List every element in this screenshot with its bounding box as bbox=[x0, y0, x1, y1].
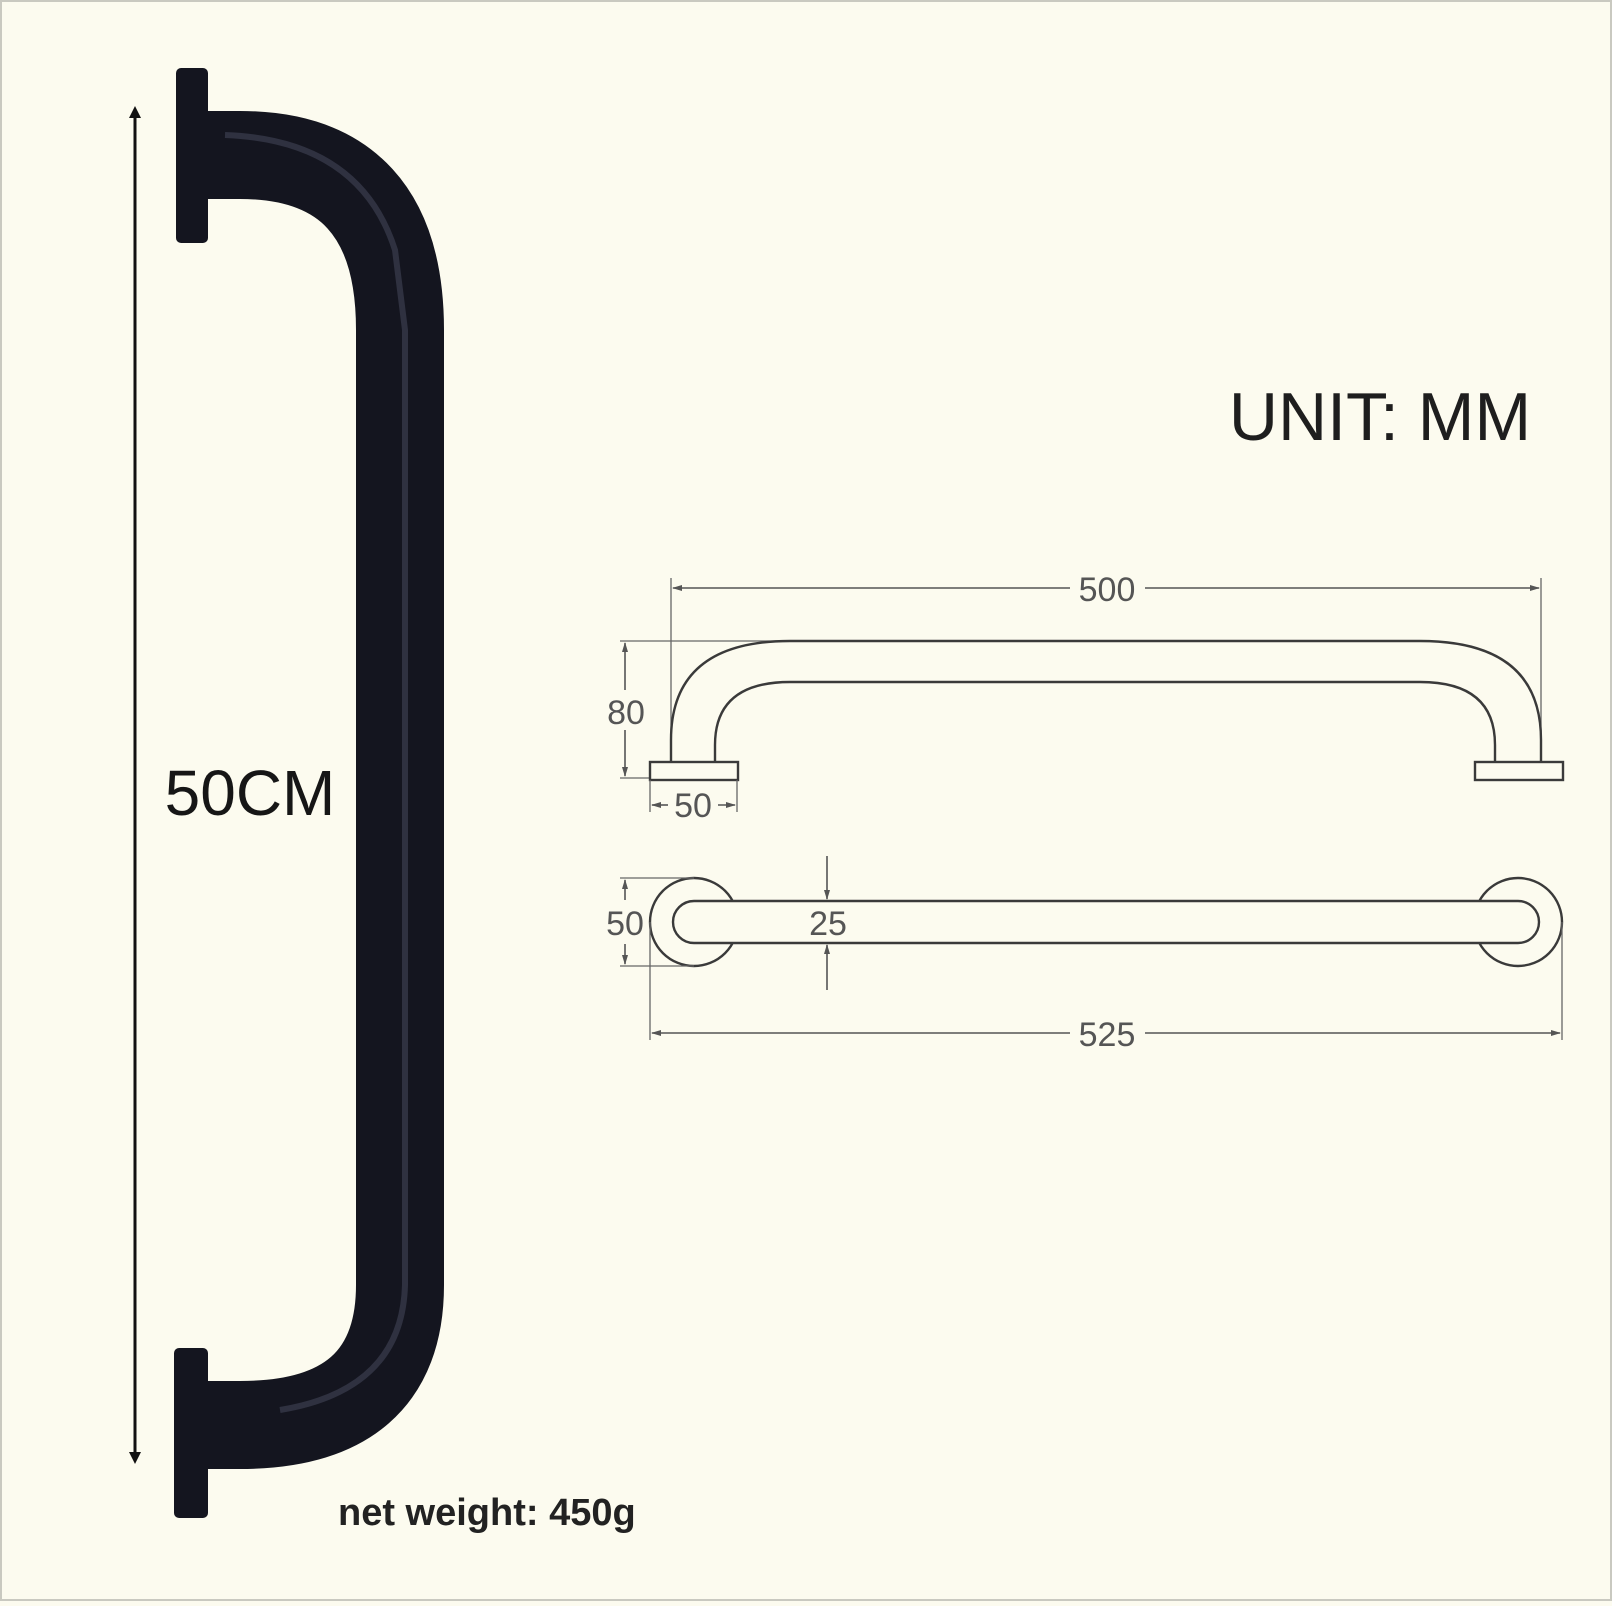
side-height-value: 80 bbox=[607, 694, 645, 732]
bottom-wall-flange bbox=[174, 1348, 208, 1518]
side-left-flange bbox=[648, 760, 740, 782]
net-weight-label: net weight: 450g bbox=[338, 1492, 636, 1534]
length-label: 50CM bbox=[165, 757, 336, 829]
unit-label: UNIT: MM bbox=[1229, 379, 1531, 455]
grab-bar-photo bbox=[174, 68, 444, 1518]
tube-highlight bbox=[224, 132, 408, 1413]
top-view: 50 25 525 bbox=[606, 856, 1564, 1054]
tube-diameter-value: 25 bbox=[809, 905, 847, 943]
overall-length-value: 525 bbox=[1079, 1016, 1136, 1054]
side-right-flange bbox=[1473, 760, 1565, 782]
side-length-value: 500 bbox=[1079, 571, 1136, 609]
flange-diameter-value: 50 bbox=[606, 905, 644, 943]
side-view: 500 80 50 bbox=[607, 571, 1565, 825]
grab-bar-tube bbox=[196, 111, 444, 1469]
top-tube bbox=[671, 899, 1541, 945]
bar-outer-profile bbox=[669, 639, 1543, 762]
flange-width-value: 50 bbox=[674, 787, 712, 825]
bar-inner-profile bbox=[713, 680, 1497, 762]
